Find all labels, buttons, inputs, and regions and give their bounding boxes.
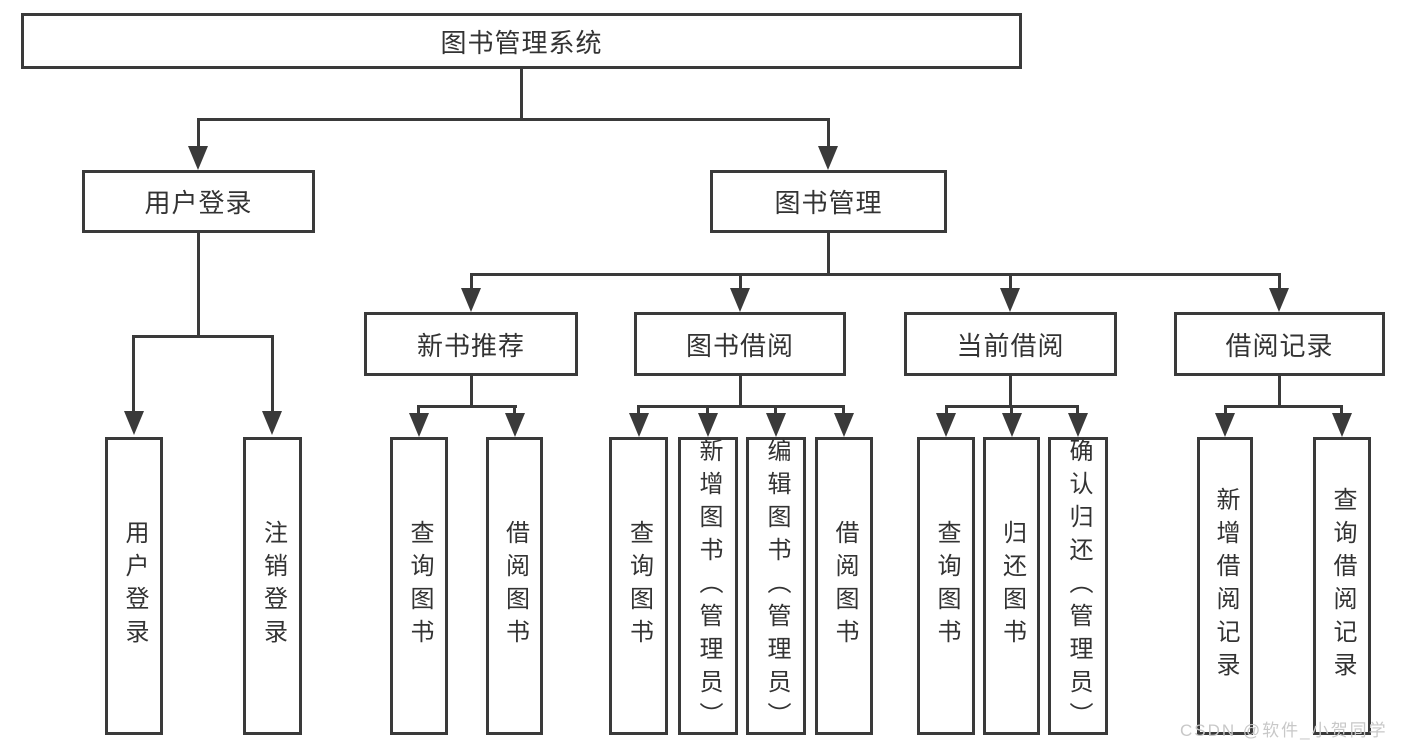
connector-line — [842, 405, 845, 415]
connector-line — [637, 405, 845, 408]
connector-line — [132, 335, 135, 413]
node-book-borrowing: 图书借阅 — [634, 312, 846, 376]
connector-line — [470, 376, 473, 405]
csdn-watermark: CSDN @软件_小贺同学 — [1180, 721, 1388, 740]
arrowhead-down-icon — [124, 411, 144, 435]
connector-line — [739, 273, 742, 290]
node-root-library-system: 图书管理系统 — [21, 13, 1022, 69]
connector-line — [1009, 273, 1012, 290]
connector-line — [470, 273, 1281, 276]
leaf-add-books-admin: 新增图书（管理员） — [678, 437, 738, 735]
arrowhead-down-icon — [262, 411, 282, 435]
connector-line — [513, 405, 516, 415]
arrowhead-down-icon — [409, 413, 429, 437]
node-label: 归还图书 — [998, 520, 1026, 652]
node-label: 新增借阅记录 — [1212, 487, 1239, 685]
arrowhead-down-icon — [1215, 413, 1235, 437]
connector-line — [1224, 405, 1227, 415]
node-label: 新增图书（管理员） — [695, 437, 722, 735]
node-label: 借阅图书 — [831, 520, 858, 652]
connector-line — [774, 405, 777, 415]
arrowhead-down-icon — [505, 413, 525, 437]
connector-line — [945, 405, 948, 415]
connector-line — [197, 118, 200, 148]
arrowhead-down-icon — [1002, 413, 1022, 437]
node-user-login: 用户登录 — [82, 170, 315, 233]
leaf-return-books: 归还图书 — [983, 437, 1040, 735]
node-label: 查询图书 — [933, 520, 960, 652]
leaf-borrow-books-2: 借阅图书 — [815, 437, 873, 735]
arrowhead-down-icon — [629, 413, 649, 437]
connector-line — [1076, 405, 1079, 415]
connector-line — [271, 335, 274, 413]
arrowhead-down-icon — [698, 413, 718, 437]
connector-line — [739, 376, 742, 405]
connector-line — [132, 335, 274, 338]
node-label: 注销登录 — [259, 520, 287, 652]
connector-line — [827, 118, 830, 148]
node-label: 新书推荐 — [416, 330, 525, 361]
node-label: 用户登录 — [121, 520, 148, 652]
node-label: 借阅记录 — [1225, 330, 1334, 361]
leaf-edit-books-admin: 编辑图书（管理员） — [746, 437, 806, 735]
arrowhead-down-icon — [766, 413, 786, 437]
node-label: 用户登录 — [144, 188, 253, 218]
leaf-add-borrow-record: 新增借阅记录 — [1197, 437, 1253, 735]
connector-line — [417, 405, 420, 415]
node-label: 借阅图书 — [501, 520, 529, 652]
connector-line — [470, 273, 473, 290]
leaf-borrow-books-1: 借阅图书 — [486, 437, 543, 735]
node-label: 查询借阅记录 — [1329, 487, 1356, 685]
arrowhead-down-icon — [188, 146, 208, 170]
leaf-user-login: 用户登录 — [105, 437, 163, 735]
node-label: 查询图书 — [625, 520, 653, 652]
arrowhead-down-icon — [834, 413, 854, 437]
node-label: 图书借阅 — [685, 330, 794, 361]
connector-line — [197, 118, 830, 121]
leaf-confirm-return-admin: 确认归还（管理员） — [1048, 437, 1108, 735]
arrowhead-down-icon — [1000, 288, 1020, 312]
leaf-logout: 注销登录 — [243, 437, 302, 735]
node-label: 当前借阅 — [956, 330, 1065, 361]
connector-line — [197, 233, 200, 335]
node-label: 图书管理 — [774, 188, 883, 218]
node-label: 查询图书 — [406, 520, 433, 652]
node-current-borrowing: 当前借阅 — [904, 312, 1117, 376]
connector-line — [827, 233, 830, 273]
arrowhead-down-icon — [818, 146, 838, 170]
arrowhead-down-icon — [730, 288, 750, 312]
leaf-query-borrow-record: 查询借阅记录 — [1313, 437, 1371, 735]
node-book-management: 图书管理 — [710, 170, 947, 233]
leaf-query-books-2: 查询图书 — [609, 437, 668, 735]
connector-line — [520, 69, 523, 118]
connector-line — [1340, 405, 1343, 415]
node-label: 确认归还（管理员） — [1065, 437, 1092, 735]
node-label: 编辑图书（管理员） — [763, 437, 790, 735]
node-borrowing-records: 借阅记录 — [1174, 312, 1385, 376]
connector-line — [1009, 376, 1012, 405]
arrowhead-down-icon — [1269, 288, 1289, 312]
connector-line — [1278, 376, 1281, 405]
connector-line — [637, 405, 640, 415]
connector-line — [706, 405, 709, 415]
arrowhead-down-icon — [461, 288, 481, 312]
connector-line — [1278, 273, 1281, 290]
connector-line — [1010, 405, 1013, 415]
node-new-book-recommend: 新书推荐 — [364, 312, 578, 376]
connector-line — [417, 405, 517, 408]
node-label: 图书管理系统 — [440, 27, 603, 58]
leaf-query-books-3: 查询图书 — [917, 437, 975, 735]
arrowhead-down-icon — [1068, 413, 1088, 437]
connector-line — [1224, 405, 1343, 408]
leaf-query-books-1: 查询图书 — [390, 437, 448, 735]
arrowhead-down-icon — [1332, 413, 1352, 437]
arrowhead-down-icon — [936, 413, 956, 437]
